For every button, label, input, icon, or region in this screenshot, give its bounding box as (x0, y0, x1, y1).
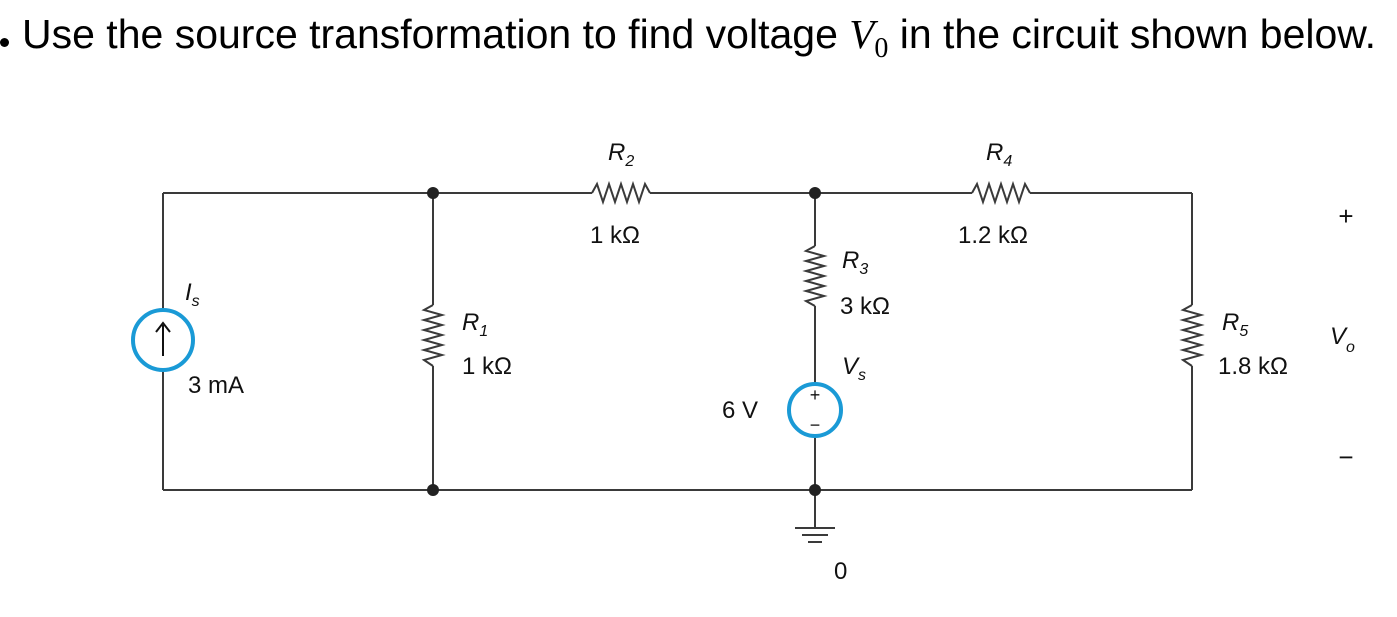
junction-dot (427, 187, 439, 199)
r5-name: R5 (1222, 309, 1248, 340)
output-minus: − (1338, 442, 1353, 472)
voltage-source-value: 6 V (722, 397, 758, 424)
bullet-icon (0, 38, 9, 47)
current-source-value: 3 mA (188, 372, 244, 399)
voltage-source-plus: + (810, 385, 821, 405)
r1-value: 1 kΩ (462, 353, 512, 380)
current-source (131, 308, 195, 372)
junction-dot (809, 187, 821, 199)
voltage-source-minus: − (810, 415, 821, 435)
junction-dot (427, 484, 439, 496)
voltage-source-name: Vs (842, 353, 866, 384)
r3-value: 3 kΩ (840, 293, 890, 320)
r4-name: R4 (986, 139, 1012, 170)
r3-name: R3 (842, 247, 868, 278)
voltage-source (787, 382, 843, 438)
ground-label: 0 (834, 558, 847, 585)
output-variable: V0 (849, 11, 889, 65)
r2-value: 1 kΩ (590, 222, 640, 249)
r4-value: 1.2 kΩ (958, 222, 1028, 249)
current-source-name: Is (185, 279, 200, 310)
question-body: Use the source transformation to find vo… (22, 10, 1382, 73)
question-text-before: Use the source transformation to find vo… (22, 11, 850, 57)
junction-dots (427, 187, 821, 496)
r1-name: R1 (462, 309, 488, 340)
output-name: Vo (1330, 323, 1355, 356)
r2-name: R2 (608, 139, 634, 170)
question-text-after: in the circuit shown below. (888, 11, 1377, 57)
circuit-wires (162, 180, 1205, 543)
r5-value: 1.8 kΩ (1218, 353, 1288, 380)
output-plus: + (1338, 201, 1353, 231)
junction-dot (809, 484, 821, 496)
